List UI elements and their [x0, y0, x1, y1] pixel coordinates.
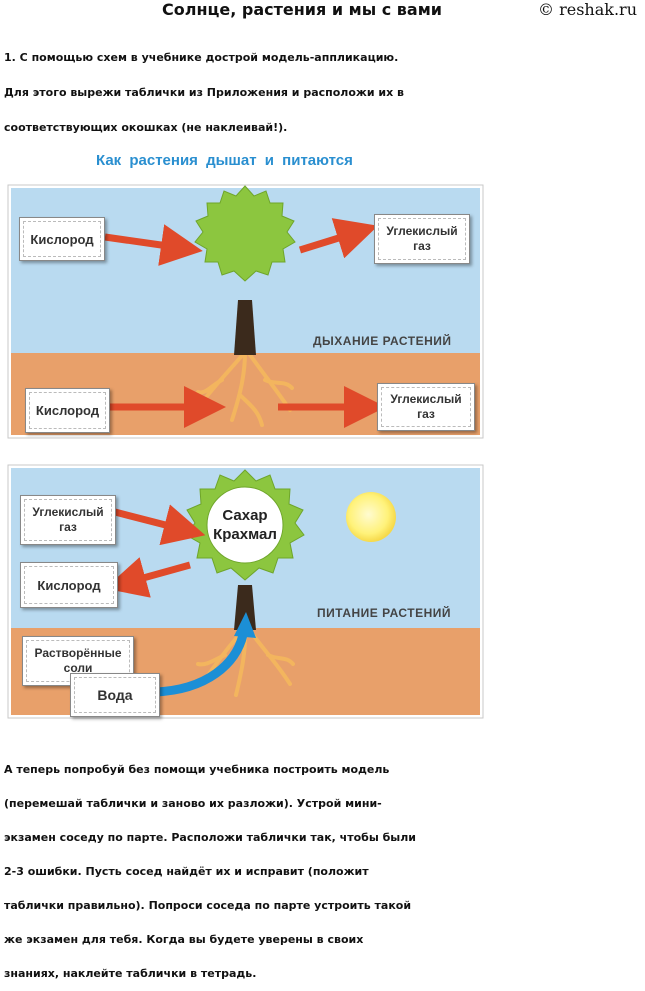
page-title: Солнце, растения и мы с вами: [162, 0, 442, 19]
water-label: Вода: [70, 673, 160, 717]
box-text: Растворённые: [34, 646, 122, 660]
conclusion-line: 2-3 ошибки. Пусть сосед найдёт их и испр…: [4, 865, 369, 878]
box-text: Углекислый: [390, 392, 462, 406]
diagram-title: Как растения дышат и питаются: [96, 152, 353, 169]
conclusion-line: А теперь попробуй без помощи учебника по…: [4, 763, 390, 776]
box-text: Кислород: [35, 403, 100, 418]
box-text: Вода: [97, 687, 133, 703]
crown-text: Сахар Крахмал: [205, 506, 285, 544]
task-line: 1. С помощью схем в учебнике дострой мод…: [4, 51, 399, 64]
conclusion-line: таблички правильно). Попроси соседа по п…: [4, 899, 412, 912]
box-text: газ: [417, 407, 435, 421]
conclusion-line: (перемешай таблички и заново их разложи)…: [4, 797, 382, 810]
co2-label-bottom: Углекислый газ: [377, 383, 475, 431]
task-line: Для этого вырежи таблички из Приложения …: [4, 86, 404, 99]
task-text: 1. С помощью схем в учебнике дострой мод…: [4, 40, 640, 145]
sun-icon: [346, 492, 396, 542]
box-text: Кислород: [30, 231, 94, 247]
co2-label-top: Углекислый газ: [374, 214, 470, 264]
conclusion-text: А теперь попробуй без помощи учебника по…: [4, 753, 640, 991]
respiration-label: ДЫХАНИЕ РАСТЕНИЙ: [313, 334, 452, 348]
crown-text-line: Сахар: [222, 507, 268, 524]
task-line: соответствующих окошках (не наклеивай!).: [4, 121, 288, 134]
box-text: Углекислый: [32, 505, 104, 519]
conclusion-line: экзамен соседу по парте. Расположи табли…: [4, 831, 417, 844]
conclusion-line: знаниях, наклейте таблички в тетрадь.: [4, 967, 257, 980]
co2-label-nutrition: Углекислый газ: [20, 495, 116, 545]
nutrition-label: ПИТАНИЕ РАСТЕНИЙ: [317, 606, 452, 620]
oxygen-label-bottom: Кислород: [25, 388, 110, 433]
oxygen-label-top: Кислород: [19, 217, 105, 261]
site-watermark: © reshak.ru: [538, 0, 637, 19]
box-text: газ: [59, 520, 77, 534]
crown-text-line: Крахмал: [213, 526, 277, 543]
box-text: Углекислый: [386, 224, 458, 238]
tree-crown-1: [194, 185, 296, 282]
box-text: газ: [413, 239, 431, 253]
box-text: Кислород: [37, 577, 101, 593]
box-text: соли: [63, 661, 93, 675]
conclusion-line: же экзамен для тебя. Когда вы будете уве…: [4, 933, 364, 946]
oxygen-label-nutrition: Кислород: [20, 562, 118, 608]
